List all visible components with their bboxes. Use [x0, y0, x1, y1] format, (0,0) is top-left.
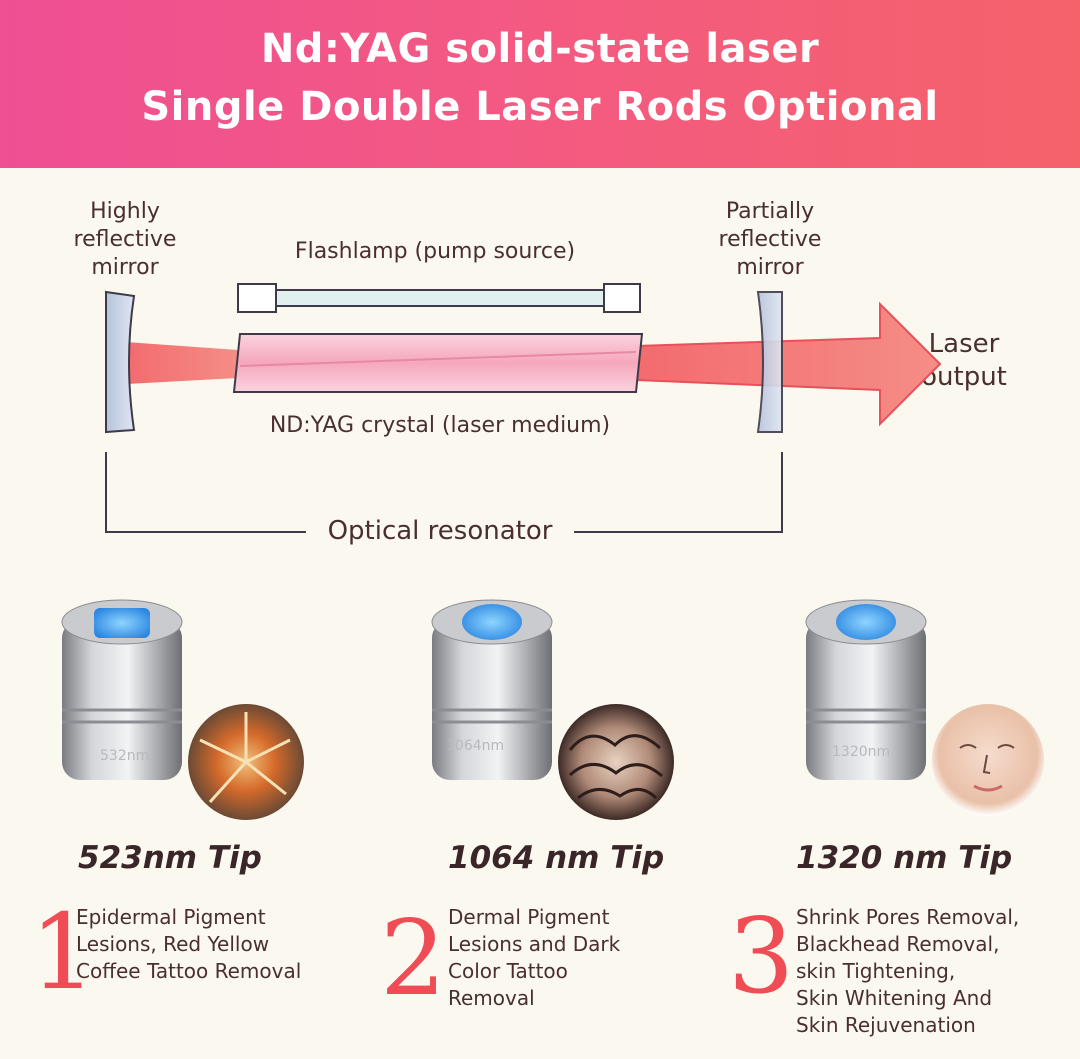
- resonator-bracket: [105, 452, 783, 533]
- tip-532-illustration: 532nm: [61, 599, 304, 820]
- flashlamp-cap-left: [237, 283, 277, 313]
- tip-body: [432, 620, 552, 780]
- flashlamp-label: Flashlamp (pump source): [294, 239, 576, 264]
- tip-engraving: 532nm: [100, 748, 149, 764]
- tip-2-number: 2: [380, 897, 447, 1019]
- resonator-label: Optical resonator: [310, 515, 570, 548]
- left-mirror-label-line: mirror: [91, 255, 159, 280]
- right-mirror-label-line: Partially: [725, 199, 815, 224]
- tip-1-number: 1: [30, 891, 97, 1013]
- left-mirror-label: Highly reflective mirror: [60, 198, 190, 282]
- tip-body: [62, 620, 182, 780]
- desc-line: Coffee Tattoo Removal: [76, 959, 302, 983]
- tip-3-title: 1320 nm Tip: [796, 840, 1013, 876]
- tattoo-waves-image: [558, 704, 674, 820]
- flashlamp-tube: [275, 289, 605, 307]
- flashlamp-cap-right: [603, 283, 641, 313]
- tip-2-title: 1064 nm Tip: [448, 840, 665, 876]
- title-line-1: Nd:YAG solid-state laser: [260, 26, 820, 72]
- desc-line: skin Tightening,: [796, 959, 956, 983]
- blue-lens-icon: [94, 608, 150, 638]
- laser-output-label-line: Laser: [928, 329, 1000, 359]
- laser-beam-output: [635, 301, 942, 427]
- desc-line: Removal: [448, 986, 535, 1010]
- tip-3-description: Shrink Pores Removal, Blackhead Removal,…: [796, 904, 1019, 1039]
- laser-beam: [126, 342, 238, 384]
- face-features: [959, 744, 1015, 792]
- desc-line: Epidermal Pigment: [76, 905, 266, 929]
- desc-line: Skin Whitening And: [796, 986, 993, 1010]
- wave-pattern: [568, 734, 663, 800]
- desc-line: Lesions, Red Yellow: [76, 932, 270, 956]
- tip-2-description: Dermal Pigment Lesions and Dark Color Ta…: [448, 904, 620, 1012]
- desc-line: Shrink Pores Removal,: [796, 905, 1020, 929]
- desc-line: Blackhead Removal,: [796, 932, 1000, 956]
- tip-1-title: 523nm Tip: [78, 840, 262, 876]
- crystal-beam-line: [239, 351, 637, 367]
- right-mirror-label-line: mirror: [736, 255, 804, 280]
- tip-1320-illustration: 1320nm: [805, 599, 1044, 816]
- ndyag-crystal: [232, 333, 644, 393]
- tip-1-description: Epidermal Pigment Lesions, Red Yellow Co…: [76, 904, 301, 985]
- left-mirror-label-line: Highly: [90, 199, 160, 224]
- title-line-2: Single Double Laser Rods Optional: [141, 84, 939, 130]
- right-mirror-label: Partially reflective mirror: [700, 198, 840, 282]
- tip-3-number: 3: [728, 895, 795, 1017]
- tip-1064-illustration: 1064nm: [431, 599, 674, 820]
- desc-line: Skin Rejuvenation: [796, 1013, 976, 1037]
- tip-engraving: 1064nm: [446, 738, 504, 754]
- highly-reflective-mirror: [105, 290, 136, 434]
- right-mirror-label-line: reflective: [718, 227, 822, 252]
- left-mirror-label-line: reflective: [73, 227, 177, 252]
- blue-lens-icon: [462, 604, 522, 640]
- partially-reflective-mirror: [756, 291, 783, 433]
- title-banner: Nd:YAG solid-state laser Single Double L…: [0, 0, 1080, 168]
- woman-face-image: [932, 704, 1044, 816]
- flower-petals: [199, 712, 291, 804]
- laser-diagram: [105, 283, 942, 533]
- desc-line: Color Tattoo: [448, 959, 568, 983]
- blue-lens-icon: [836, 604, 896, 640]
- crystal-label: ND:YAG crystal (laser medium): [269, 413, 611, 438]
- tip-body: [806, 620, 926, 780]
- desc-line: Lesions and Dark: [448, 932, 621, 956]
- tip-engraving: 1320nm: [832, 744, 890, 760]
- desc-line: Dermal Pigment: [448, 905, 610, 929]
